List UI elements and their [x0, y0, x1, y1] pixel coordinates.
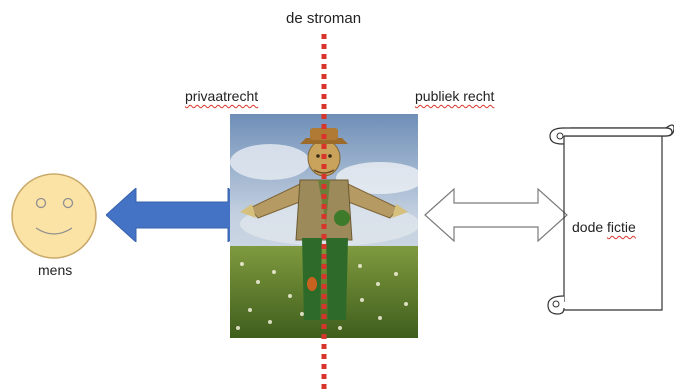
scroll-label-word2: fictie: [607, 219, 636, 235]
scroll-label-word1: dode: [572, 219, 604, 235]
solid-double-arrow: [106, 188, 258, 242]
scroll-label: dode fictie: [572, 219, 636, 235]
person-label: mens: [38, 262, 73, 278]
diagram-title: de stroman: [286, 10, 362, 27]
scarecrow-image: [230, 114, 418, 338]
smiley-face-icon: [11, 173, 97, 259]
right-side-label: publiek recht: [415, 88, 494, 104]
right-side-label-text: publiek recht: [415, 88, 495, 104]
left-side-label: privaatrecht: [185, 88, 259, 104]
outline-double-arrow: [424, 188, 568, 242]
scroll-icon: [547, 124, 674, 315]
